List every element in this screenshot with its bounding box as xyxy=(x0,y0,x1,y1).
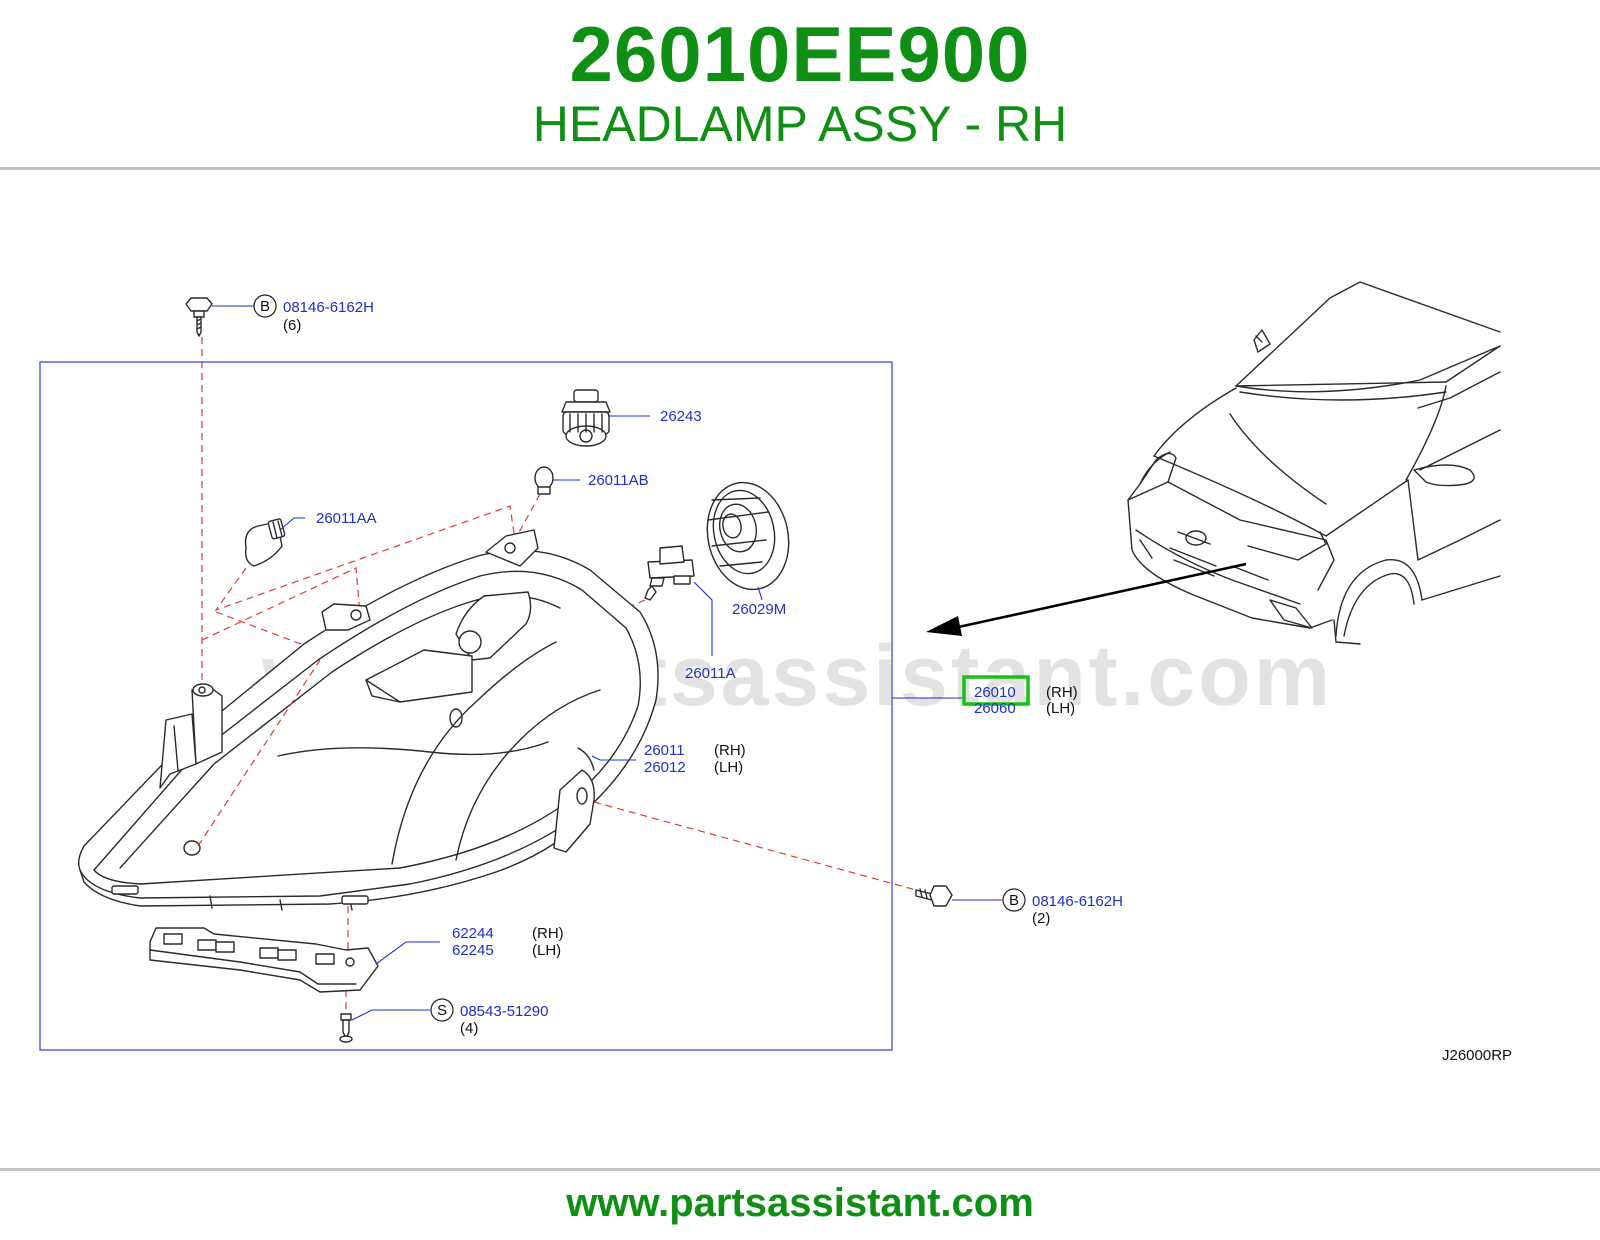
assembly-highlight-box xyxy=(962,675,1030,706)
bulb-aa-dashed-guide-3 xyxy=(201,567,361,641)
assembly-part-number-lh[interactable]: 26060 xyxy=(974,700,1016,717)
bulb-aa-part-number[interactable]: 26011AA xyxy=(316,510,377,527)
screw-callout[interactable]: S 08543-51290 (4) xyxy=(430,998,548,1037)
bracket-part-number-rh[interactable]: 62244 xyxy=(452,925,494,942)
bolt-top-badge-letter: B xyxy=(260,298,270,315)
bolt-top-badge xyxy=(253,294,277,318)
bolt-right-callout[interactable]: B 08146-6162H (2) xyxy=(1002,888,1123,927)
bulb-aa-icon[interactable] xyxy=(244,518,286,567)
header-divider xyxy=(0,167,1600,170)
bolt-top-qty: (6) xyxy=(283,317,301,334)
assembly-boundary-box xyxy=(39,361,893,1051)
bolt-top-callout[interactable]: B 08146-6162H (6) xyxy=(253,294,374,334)
bracket-leader xyxy=(375,941,440,965)
part-number-title: 26010EE900 xyxy=(569,10,1031,98)
diagram-code: J26000RP xyxy=(1442,1047,1512,1064)
screw-badge-letter: S xyxy=(437,1002,447,1019)
car-location-illustration xyxy=(1127,281,1501,645)
bolt-right-qty: (2) xyxy=(1032,910,1050,927)
part-name-subtitle: HEADLAMP ASSY - RH xyxy=(532,96,1068,152)
headlamp-bulb-a-leader xyxy=(693,581,713,656)
bracket-part-number-lh[interactable]: 62245 xyxy=(452,942,494,959)
footer-divider xyxy=(0,1168,1600,1171)
assembly-side-rh: (RH) xyxy=(1046,684,1078,701)
location-arrow-icon xyxy=(926,562,1247,636)
headlamp-bulb-a-icon[interactable] xyxy=(644,545,695,601)
bolt-top-icon[interactable] xyxy=(185,297,213,337)
bolt-right-badge xyxy=(1002,888,1026,912)
assembly-part-number-rh[interactable]: 26010 xyxy=(974,684,1016,701)
bulb-aa-dashed-guide xyxy=(214,505,516,612)
screw-badge xyxy=(430,998,454,1022)
dust-cap-icon[interactable] xyxy=(698,475,799,597)
housing-part-number-lh[interactable]: 26012 xyxy=(644,759,686,776)
mounting-bracket-icon[interactable] xyxy=(149,927,379,993)
bulb-aa-leader xyxy=(279,517,305,531)
housing-part-number-rh[interactable]: 26011 xyxy=(644,742,685,759)
screw-part-number[interactable]: 08543-51290 xyxy=(460,1003,548,1020)
dust-cap-part-number[interactable]: 26029M xyxy=(732,601,786,618)
dust-cap-leader xyxy=(757,586,763,601)
bracket-side-rh: (RH) xyxy=(532,925,564,942)
screw-leader xyxy=(351,1009,430,1021)
bolt-top-part-number[interactable]: 08146-6162H xyxy=(283,299,374,316)
footer-website-link[interactable]: www.partsassistant.com xyxy=(566,1181,1034,1225)
headlamp-housing-icon[interactable] xyxy=(77,529,659,911)
bracket-side-lh: (LH) xyxy=(532,942,561,959)
bolt-right-badge-letter: B xyxy=(1009,892,1019,909)
screw-icon[interactable] xyxy=(339,1013,353,1043)
small-bulb-ab-part-number[interactable]: 26011AB xyxy=(588,472,649,489)
housing-side-rh: (RH) xyxy=(714,742,746,759)
housing-side-lh: (LH) xyxy=(714,759,743,776)
small-bulb-ab-icon[interactable] xyxy=(534,466,554,495)
parts-diagram: www.partsassistant.com B 08146-6162H (6)… xyxy=(39,281,1512,1064)
bolt-right-dashed-guide xyxy=(593,801,917,891)
page-header: 26010EE900 HEADLAMP ASSY - RH xyxy=(0,0,1600,168)
housing-dashed-guide xyxy=(197,659,321,847)
socket-part-number[interactable]: 26243 xyxy=(660,408,702,425)
bolt-right-part-number[interactable]: 08146-6162H xyxy=(1032,893,1123,910)
bulb-socket-icon[interactable] xyxy=(561,389,611,447)
housing-leader xyxy=(591,755,636,761)
screw-qty: (4) xyxy=(460,1020,478,1037)
bolt-right-icon[interactable] xyxy=(915,885,953,907)
assembly-side-lh: (LH) xyxy=(1046,700,1075,717)
headlamp-bulb-a-part-number[interactable]: 26011A xyxy=(685,665,736,682)
